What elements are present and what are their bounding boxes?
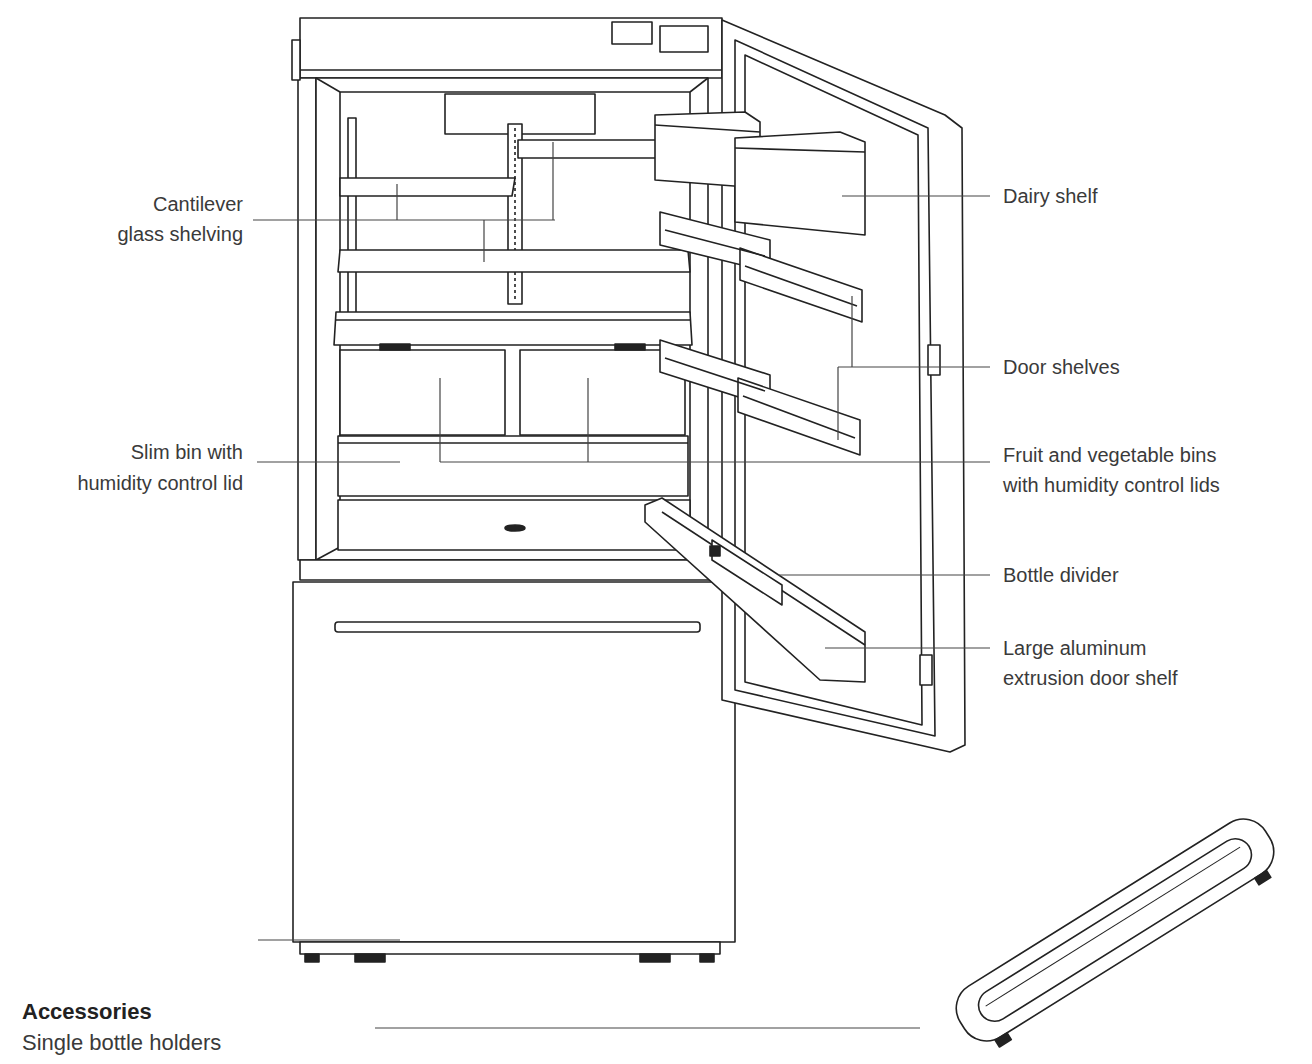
part-label: Single bottle holders	[22, 1029, 342, 1057]
part-label: Dairy shelf	[1003, 181, 1263, 211]
freezer-drawer	[293, 582, 735, 942]
part-label: Large aluminum extrusion door shelf	[1003, 633, 1189, 693]
glass-shelf	[518, 140, 660, 158]
fridge-compartment	[316, 78, 708, 560]
cabinet-top	[300, 18, 722, 78]
compartment-floor	[338, 500, 690, 550]
shelf-rail	[348, 118, 356, 313]
hinge	[660, 26, 708, 52]
door-shelf	[738, 378, 860, 455]
door-shelf	[740, 248, 862, 322]
toe-kick	[300, 942, 720, 954]
part-label: Door shelves	[1003, 352, 1263, 382]
slim-bin	[338, 436, 688, 496]
part-label: Fruit and vegetable bins with humidity c…	[1003, 440, 1235, 500]
hinge	[612, 22, 652, 44]
part-label: Slim bin with humidity control lid	[67, 437, 243, 499]
cabinet-trim	[292, 40, 300, 80]
bottle-holder	[946, 809, 1287, 1057]
bottle-divider-plate	[712, 540, 782, 605]
door-latch	[928, 345, 940, 375]
part-label: Bottle divider	[1003, 560, 1263, 590]
aluminum-door-shelf	[645, 498, 865, 682]
cabinet-trim	[300, 560, 735, 580]
crisper-cover	[334, 312, 692, 345]
leader-lines	[253, 142, 990, 1028]
section-heading: Accessories	[22, 997, 322, 1027]
cabinet-side	[298, 78, 316, 560]
produce-bin	[340, 350, 505, 435]
dairy-bin	[735, 132, 865, 235]
part-label: Cantilever glass shelving	[111, 189, 243, 249]
glass-shelf	[338, 250, 690, 272]
drawer-handle	[335, 622, 700, 632]
glass-shelf	[340, 178, 515, 196]
